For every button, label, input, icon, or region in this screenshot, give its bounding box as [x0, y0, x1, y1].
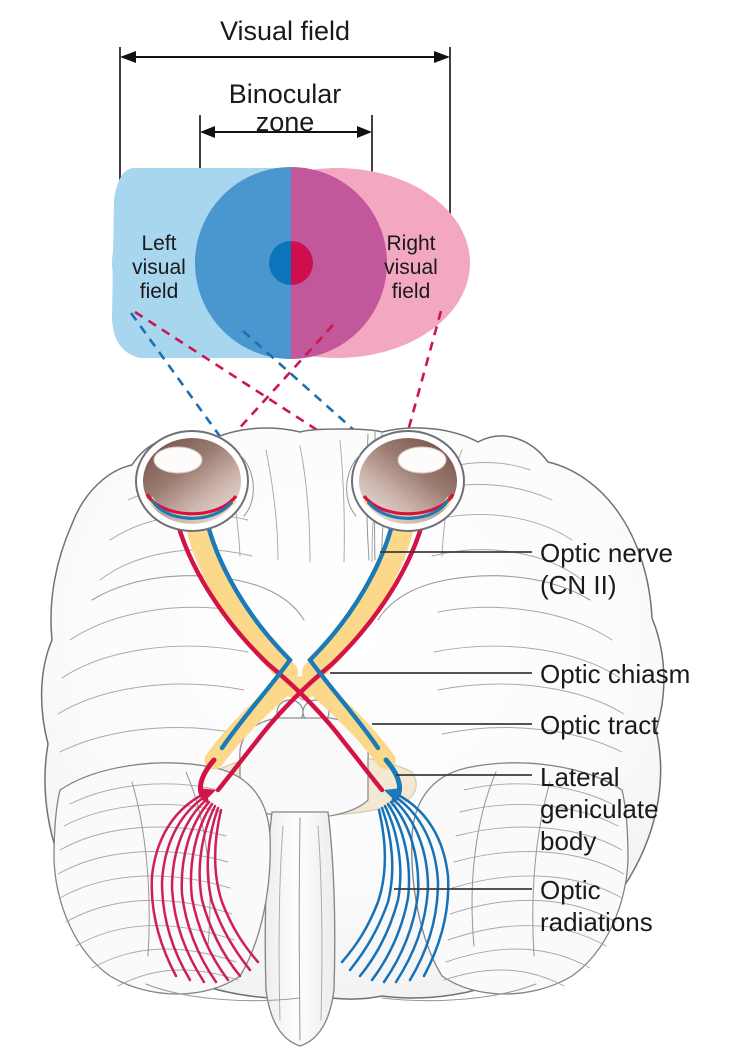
eye-left-retina-blue [150, 499, 234, 520]
label-optic-tract: Optic tract [540, 710, 659, 740]
visual-field-dimension: Visual field [119, 16, 451, 302]
medulla [264, 811, 336, 1047]
lgb-right-arrow [384, 788, 402, 800]
label-optic-nerve-line2: (CN II) [540, 570, 617, 600]
fiber-left-temporal-blue [202, 510, 293, 751]
label-optic-radiations-line2: radiations [540, 907, 653, 937]
fiber-right-nasal-red [215, 510, 428, 793]
label-optic-chiasm-line1: Optic chiasm [540, 659, 690, 689]
left-visual-field-label: Left visual field [132, 232, 186, 303]
optic-radiations-right [340, 794, 450, 984]
label-optic-radiations: Optic radiations [540, 875, 653, 937]
label-optic-tract-line1: Optic tract [540, 710, 659, 740]
arrow-left-head [120, 51, 136, 63]
binocular-right-half [291, 167, 387, 359]
optic-nerve-sheath-right [302, 512, 415, 683]
binocular-arrow-right-head [357, 126, 372, 138]
left-field-line1: Left [141, 232, 176, 255]
cerebellum-right-hemisphere [411, 762, 629, 995]
temporal-pole-right [377, 575, 591, 621]
fiber-right-temporal-blue [307, 510, 398, 751]
label-lgb-line2: geniculate [540, 794, 659, 824]
visual-field-title: Visual field [220, 16, 350, 46]
cerebellar-folia-right [443, 771, 625, 987]
eye-left-lens [153, 446, 203, 474]
eye-left [135, 430, 254, 532]
optic-radiations-left [150, 794, 260, 984]
binocular-left-half [195, 167, 291, 359]
optic-tract-sheath-left [204, 674, 297, 770]
fixation-point [269, 241, 313, 285]
right-visual-field-label: Right visual field [384, 232, 438, 303]
binocular-overlap [195, 167, 387, 359]
eye-right-retina-blue [366, 499, 450, 520]
brainstem [215, 685, 417, 1047]
lgb-left-arrow [198, 788, 216, 800]
binocular-zone-dimension: Binocular zone [199, 79, 373, 302]
ray-red-left-to-right-eye [134, 310, 406, 489]
arrow-right-head [434, 51, 450, 63]
right-field-line2: visual [384, 256, 438, 279]
label-optic-nerve-line1: Optic nerve [540, 538, 673, 568]
right-field-line1: Right [386, 232, 435, 255]
label-optic-chiasm: Optic chiasm [540, 659, 690, 689]
right-field-line3: field [392, 280, 431, 303]
optic-pathway [135, 430, 465, 984]
optic-nerve-sheath-left [185, 512, 298, 683]
left-field-line3: field [140, 280, 179, 303]
binocular-arrow-left-head [200, 126, 215, 138]
label-lgb-line1: Lateral [540, 762, 620, 792]
label-lateral-geniculate-body: Lateral geniculate body [540, 762, 659, 856]
label-optic-nerve: Optic nerve (CN II) [540, 538, 673, 600]
fixation-left-half [269, 241, 291, 285]
label-optic-radiations-line1: Optic [540, 875, 601, 905]
annotation-leaders [330, 551, 532, 890]
left-field-line2: visual [132, 256, 186, 279]
label-lgb-line3: body [540, 826, 596, 856]
eye-right [346, 430, 465, 532]
binocular-zone-title-line1: Binocular [229, 79, 342, 109]
fixation-right-half [291, 241, 313, 285]
optic-tract-sheath-right [303, 674, 396, 770]
fiber-left-nasal-red [172, 510, 385, 793]
visual-field-diagram: Left visual field Right visual field [112, 167, 470, 359]
eye-right-lens [397, 446, 447, 474]
